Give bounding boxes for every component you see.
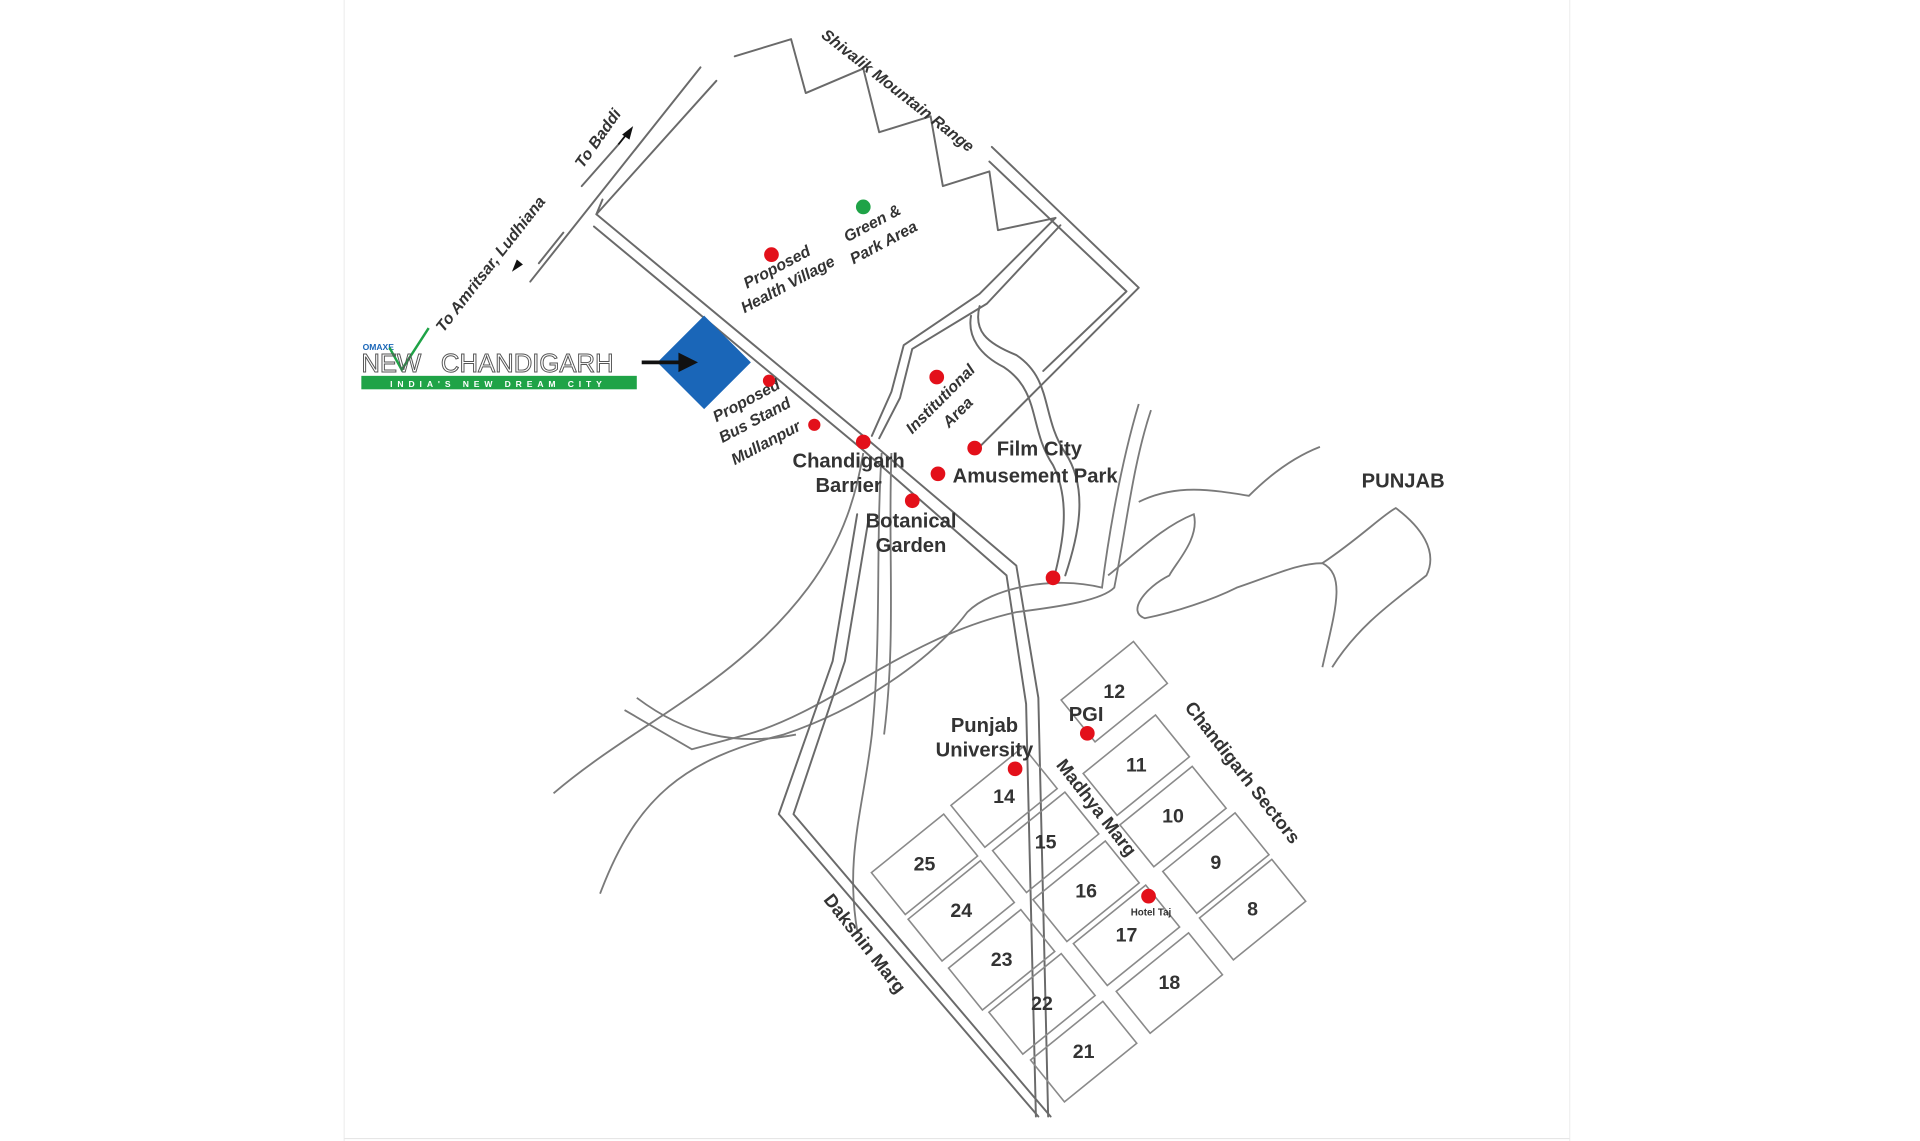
label-botanical: Botanical xyxy=(866,511,957,533)
main-road xyxy=(592,198,1050,1118)
sector-number: 22 xyxy=(1031,993,1053,1015)
sector-number: 12 xyxy=(1103,681,1125,703)
sector-block xyxy=(1072,883,1181,987)
label-chandigarh-barrier: Chandigarh xyxy=(793,451,905,473)
sector-block xyxy=(1082,713,1191,817)
label-dakshin-marg: Dakshin Marg xyxy=(820,889,911,997)
omaxe-new-chandigarh-logo: OMAXE NEW CHANDIGARH INDIA'S NEW DREAM C… xyxy=(361,327,637,390)
sector-block xyxy=(1161,811,1271,915)
sector-block xyxy=(1118,765,1228,868)
label-film-city: Film City xyxy=(997,438,1083,460)
bus-stand-dot xyxy=(762,374,776,387)
sector-number: 10 xyxy=(1162,806,1184,828)
label-shivalik: Shivalik Mountain Range xyxy=(818,26,977,155)
sector-block xyxy=(1029,1000,1138,1103)
svg-text:OMAXE: OMAXE xyxy=(363,342,395,352)
mullanpur-dot xyxy=(808,418,821,431)
label-punjab: PUNJAB xyxy=(1362,470,1445,492)
label-barrier: Barrier xyxy=(815,475,881,497)
svg-text:NEW: NEW xyxy=(361,350,422,378)
punjab-university-dot xyxy=(1007,761,1023,777)
sector-number: 24 xyxy=(950,900,972,922)
label-to-amritsar: To Amritsar, Ludhiana xyxy=(433,193,549,335)
logo-check-icon xyxy=(388,327,430,373)
sector-block xyxy=(947,908,1056,1012)
highway-amritsar-baddi xyxy=(529,66,718,283)
arrow-up-icon xyxy=(617,126,634,146)
sector-number: 21 xyxy=(1073,1041,1095,1063)
sector-number: 8 xyxy=(1247,899,1258,921)
rivers xyxy=(552,403,1432,931)
dakshin-marg-road xyxy=(777,513,1052,1118)
label-amusement-park: Amusement Park xyxy=(953,465,1119,487)
sector-block xyxy=(1198,858,1307,961)
sector-grid: 12 11 10 9 8 14 15 16 17 18 25 24 23 22 21 xyxy=(870,640,1307,1103)
botanical-garden-dot xyxy=(904,493,920,509)
institutional-area-dot xyxy=(929,369,945,385)
svg-text:CHANDIGARH: CHANDIGARH xyxy=(441,350,614,378)
green-park-dot xyxy=(855,199,871,215)
shivalik-range-outline xyxy=(733,38,1057,232)
sector-number: 18 xyxy=(1158,972,1180,994)
chandigarh-barrier-dot xyxy=(855,434,871,450)
sector-number: 15 xyxy=(1035,831,1057,853)
poi-dot xyxy=(1045,570,1061,586)
sector-number: 17 xyxy=(1116,924,1138,946)
sector-number: 9 xyxy=(1210,852,1221,874)
boundary-roads xyxy=(870,145,1140,583)
label-pgi: PGI xyxy=(1069,704,1104,726)
label-garden: Garden xyxy=(876,535,947,557)
sector-block xyxy=(991,790,1100,894)
pgi-dot xyxy=(1079,725,1095,741)
label-punjab-university: Punjab xyxy=(951,715,1018,737)
health-village-dot xyxy=(764,247,779,262)
svg-text:INDIA'S NEW DREAM CITY: INDIA'S NEW DREAM CITY xyxy=(390,379,607,389)
sector-block xyxy=(987,952,1097,1056)
sector-number: 16 xyxy=(1075,880,1097,902)
sector-block xyxy=(907,859,1016,963)
film-city-dot xyxy=(967,440,983,456)
sector-number: 23 xyxy=(991,949,1013,971)
amusement-park-dot xyxy=(930,466,946,482)
sector-number: 14 xyxy=(993,786,1015,808)
hotel-taj-dot xyxy=(1141,888,1156,904)
sector-block xyxy=(1115,931,1224,1035)
sector-block xyxy=(949,745,1059,849)
label-hotel-taj: Hotel Taj xyxy=(1131,908,1172,919)
sector-block xyxy=(870,812,979,916)
sector-block xyxy=(1031,839,1141,943)
label-to-baddi: To Baddi xyxy=(572,106,625,171)
project-site-marker xyxy=(657,315,751,410)
arrow-down-icon xyxy=(511,259,523,272)
label-chandigarh-sectors: Chandigarh Sectors xyxy=(1181,697,1305,847)
sector-number: 25 xyxy=(914,853,936,875)
label-university: University xyxy=(936,740,1034,762)
sector-block xyxy=(1060,640,1169,744)
sector-number: 11 xyxy=(1126,754,1147,776)
arrow-icon xyxy=(641,352,699,373)
